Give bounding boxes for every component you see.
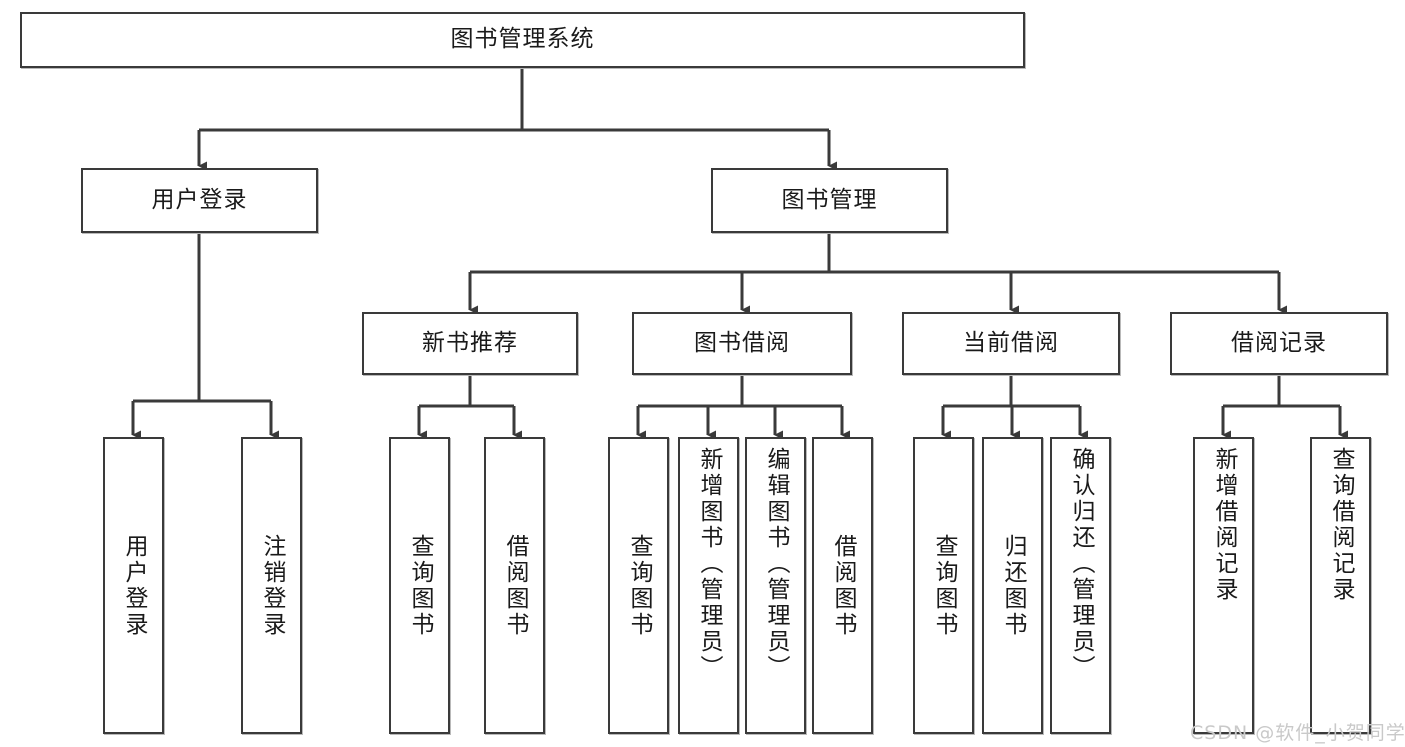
- node-leaf-bb-query-book[interactable]: 查询图书: [608, 437, 669, 734]
- node-book-borrow[interactable]: 图书借阅: [632, 312, 852, 375]
- node-label: 用户登录: [121, 533, 147, 638]
- node-label: 图书管理: [781, 186, 878, 213]
- node-leaf-cb-query-book[interactable]: 查询图书: [913, 437, 974, 734]
- csdn-watermark: CSDN @软件_小贺同学: [1190, 722, 1405, 744]
- node-leaf-bb-borrow-book[interactable]: 借阅图书: [812, 437, 873, 734]
- node-leaf-br-add-record[interactable]: 新增借阅记录: [1193, 437, 1254, 734]
- node-borrow-record[interactable]: 借阅记录: [1170, 312, 1388, 375]
- node-book-manage[interactable]: 图书管理: [711, 168, 948, 233]
- node-user-login[interactable]: 用户登录: [81, 168, 318, 233]
- node-leaf-rec-borrow-book[interactable]: 借阅图书: [484, 437, 545, 734]
- node-label: 查询借阅记录: [1328, 447, 1354, 603]
- node-label: 查询图书: [931, 533, 957, 638]
- node-leaf-bb-add-book[interactable]: 新增图书（管理员）: [678, 437, 739, 734]
- node-leaf-logout[interactable]: 注销登录: [241, 437, 302, 734]
- node-label: 查询图书: [407, 533, 433, 638]
- node-label: 归还图书: [1000, 533, 1026, 638]
- node-leaf-cb-return-book[interactable]: 归还图书: [982, 437, 1043, 734]
- node-label: 图书借阅: [694, 329, 790, 356]
- node-leaf-bb-edit-book[interactable]: 编辑图书（管理员）: [745, 437, 806, 734]
- node-label: 借阅记录: [1231, 329, 1327, 356]
- node-label: 注销登录: [259, 533, 285, 638]
- node-label: 新增图书（管理员）: [696, 447, 722, 681]
- node-label: 新书推荐: [422, 329, 518, 356]
- node-label: 用户登录: [151, 186, 248, 213]
- node-leaf-rec-query-book[interactable]: 查询图书: [389, 437, 450, 734]
- node-label: 确认归还（管理员）: [1068, 447, 1094, 681]
- node-leaf-br-query-record[interactable]: 查询借阅记录: [1310, 437, 1371, 734]
- node-leaf-cb-confirm-return[interactable]: 确认归还（管理员）: [1050, 437, 1111, 734]
- node-root[interactable]: 图书管理系统: [20, 12, 1025, 68]
- node-label: 当前借阅: [963, 329, 1059, 356]
- node-current-borrow[interactable]: 当前借阅: [902, 312, 1120, 375]
- node-label: 新增借阅记录: [1211, 447, 1237, 603]
- node-label: 图书管理系统: [450, 26, 595, 53]
- node-label: 编辑图书（管理员）: [763, 447, 789, 681]
- node-label: 借阅图书: [502, 533, 528, 638]
- node-label: 查询图书: [626, 533, 652, 638]
- node-new-book-recommend[interactable]: 新书推荐: [362, 312, 578, 375]
- node-label: 借阅图书: [830, 533, 856, 638]
- node-leaf-user-login[interactable]: 用户登录: [103, 437, 164, 734]
